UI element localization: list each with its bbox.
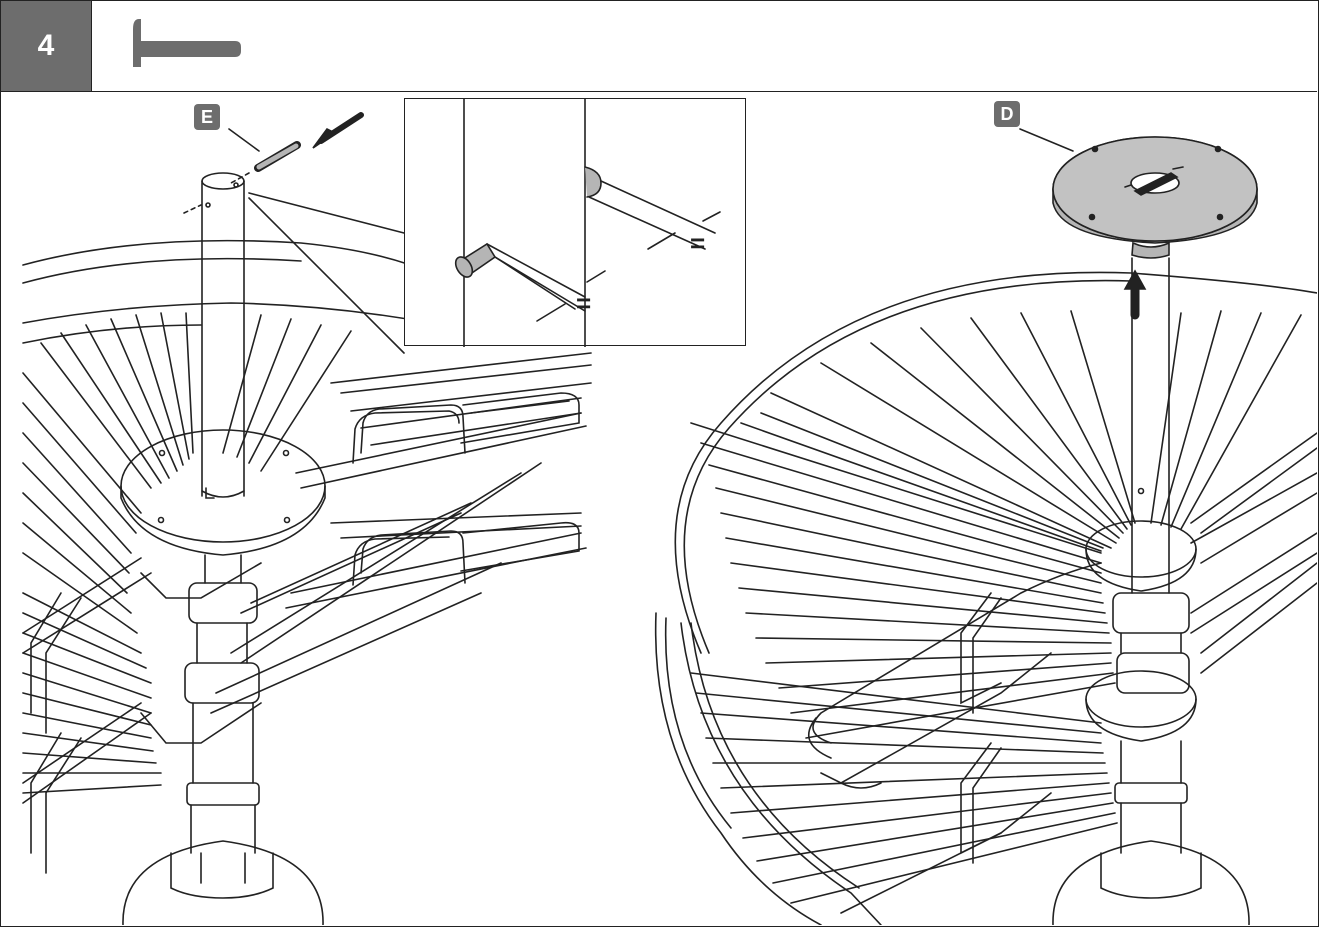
step-number-box: 4 <box>1 1 92 91</box>
step-number: 4 <box>37 29 55 62</box>
left-carousel-assembly <box>22 112 592 925</box>
zoom-inset <box>404 98 746 348</box>
equal-mark-lower: = <box>576 288 592 318</box>
part-label-e: E <box>194 104 220 130</box>
top-plate-d <box>1052 136 1258 259</box>
hammer-icon <box>133 19 241 67</box>
step-header: 4 <box>1 1 1317 92</box>
pin-e <box>254 141 301 172</box>
assembly-illustration <box>22 112 1317 925</box>
inset-detail-drawing <box>454 98 721 348</box>
part-label-d: D <box>994 101 1020 127</box>
equal-mark-upper: = <box>690 228 706 258</box>
right-carousel-assembly <box>654 128 1317 925</box>
